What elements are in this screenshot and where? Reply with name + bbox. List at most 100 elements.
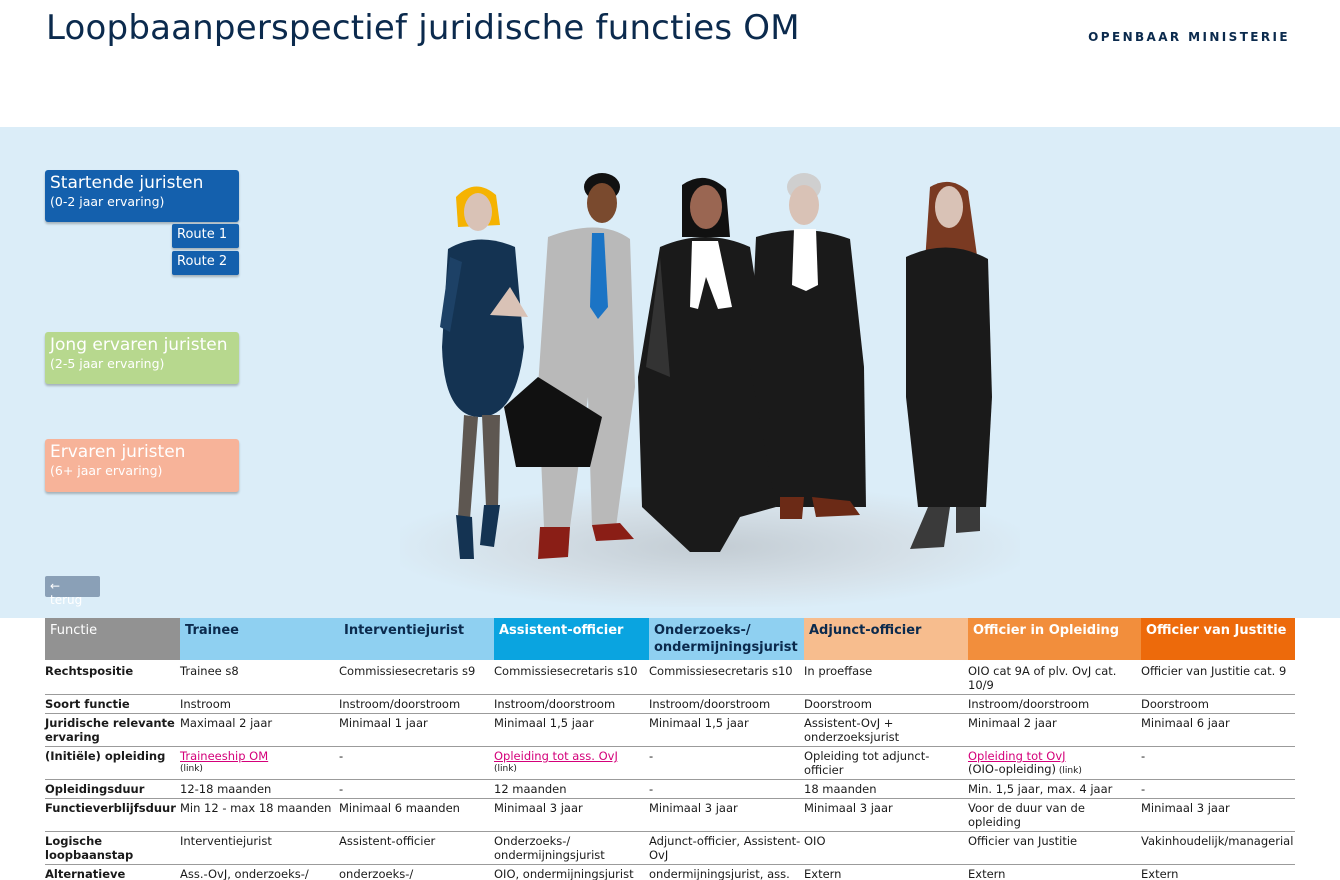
table-cell: Minimaal 3 jaar — [494, 798, 649, 832]
row-label: Alternatieve loopbaanstap — [45, 864, 180, 880]
woman-long-hair-robe-figure — [906, 181, 992, 549]
table-cell: Minimaal 1 jaar — [339, 713, 494, 747]
hero-panel: Startende juristen (0-2 jaar ervaring) R… — [0, 127, 1340, 618]
header-onderzoeksjurist: Onderzoeks-/ ondermijningsjurist — [649, 618, 804, 660]
table-header-row: Functie Trainee Interventiejurist Assist… — [45, 618, 1295, 660]
row-label: Rechtspositie — [45, 660, 180, 695]
career-table: Functie Trainee Interventiejurist Assist… — [45, 618, 1295, 880]
table-cell: Commissiesecretaris s10 — [649, 660, 804, 695]
table-cell: 12 maanden — [494, 779, 649, 799]
category-ervaren-juristen[interactable]: Ervaren juristen (6+ jaar ervaring) — [45, 439, 239, 492]
table-cell: - — [1141, 779, 1295, 799]
table-cell: Ass.-OvJ, onderzoeks-/ ondermijningsjuri… — [180, 864, 339, 880]
category-label: Jong ervaren juristen — [50, 335, 228, 355]
link-hint-text: (link) — [1058, 766, 1082, 776]
woman-robe-figure — [638, 177, 776, 552]
table-cell: Minimaal 3 jaar — [804, 798, 968, 832]
table-cell: - — [1141, 746, 1295, 780]
table-cell: Vakinhoudelijk/managerial — [1141, 831, 1295, 865]
row-label: Functieverblijfsduur — [45, 798, 180, 832]
table-row: Alternatieve loopbaanstapAss.-OvJ, onder… — [45, 864, 1295, 880]
table-cell: Doorstroom — [1141, 694, 1295, 714]
om-logo: OPENBAAR MINISTERIE — [1088, 30, 1290, 44]
route-1-button[interactable]: Route 1 — [172, 224, 239, 248]
table-cell: Assistent-officier — [339, 831, 494, 865]
table-cell: OIO, ondermijningsjurist — [494, 864, 649, 880]
table-cell: onderzoeks-/ ondermijningsjurist — [339, 864, 494, 880]
table-cell: Minimaal 1,5 jaar — [649, 713, 804, 747]
table-cell: Minimaal 3 jaar — [1141, 798, 1295, 832]
table-cell: Trainee s8 — [180, 660, 339, 695]
table-cell: Min 12 - max 18 maanden — [180, 798, 339, 832]
table-cell: ondermijningsjurist, ass. OvJ, OIO — [649, 864, 804, 880]
table-cell: OIO cat 9A of plv. OvJ cat. 10/9 — [968, 660, 1141, 695]
table-cell: Instroom/doorstroom — [649, 694, 804, 714]
header-trainee: Trainee — [180, 618, 339, 660]
table-cell: - — [649, 746, 804, 780]
category-startende-juristen[interactable]: Startende juristen (0-2 jaar ervaring) — [45, 170, 239, 222]
table-cell: Opleiding tot adjunct-officier — [804, 746, 968, 780]
category-sub: (0-2 jaar ervaring) — [50, 194, 165, 209]
page-title: Loopbaanperspectief juridische functies … — [46, 8, 800, 48]
table-cell: Commissiesecretaris s9 — [339, 660, 494, 695]
table-cell: Instroom/doorstroom — [339, 694, 494, 714]
table-cell: Officier van Justitie — [968, 831, 1141, 865]
table-cell: Opleiding tot ass. OvJ(link) — [494, 746, 649, 780]
table-cell: Minimaal 2 jaar — [968, 713, 1141, 747]
table-cell: Commissiesecretaris s10 — [494, 660, 649, 695]
header-officier-van-justitie: Officier van Justitie — [1141, 618, 1295, 660]
table-cell: Doorstroom — [804, 694, 968, 714]
back-button[interactable]: ← terug — [45, 576, 100, 607]
table-cell: Opleiding tot OvJ(OIO-opleiding) (link) — [968, 746, 1141, 780]
header-interventiejurist: Interventiejurist — [339, 618, 494, 660]
link-hint: (OIO-opleiding) (link) — [968, 763, 1141, 777]
category-label: Ervaren juristen — [50, 442, 186, 462]
header-officier-in-opleiding: Officier in Opleiding — [968, 618, 1141, 660]
link-hint: (link) — [180, 764, 203, 774]
people-illustration — [440, 173, 992, 559]
table-cell: Minimaal 3 jaar — [649, 798, 804, 832]
table-cell: Instroom — [180, 694, 339, 714]
opleiding-link[interactable]: Opleiding tot ass. OvJ — [494, 749, 618, 763]
row-label: Logische loopbaanstap — [45, 831, 180, 865]
table-cell: Onderzoeks-/ ondermijningsjurist — [494, 831, 649, 865]
header-assistent-officier: Assistent-officier — [494, 618, 649, 660]
older-man-robe-figure — [750, 173, 866, 519]
table-cell: Extern — [804, 864, 968, 880]
table-cell: - — [339, 746, 494, 780]
table-cell: - — [339, 779, 494, 799]
table-cell: OIO — [804, 831, 968, 865]
table-cell: Minimaal 6 maanden — [339, 798, 494, 832]
table-cell: - — [649, 779, 804, 799]
table-cell: Extern — [968, 864, 1141, 880]
table-cell: Adjunct-officier, Assistent-OvJ — [649, 831, 804, 865]
row-label: Juridische relevante ervaring — [45, 713, 180, 747]
table-cell: Officier van Justitie cat. 9 — [1141, 660, 1295, 695]
row-label: Opleidingsduur — [45, 779, 180, 799]
table-cell: In proeffase — [804, 660, 968, 695]
table-cell: Instroom/doorstroom — [968, 694, 1141, 714]
table-cell: Interventiejurist — [180, 831, 339, 865]
row-label: (Initiële) opleiding — [45, 746, 180, 780]
opleiding-link[interactable]: Traineeship OM — [180, 749, 269, 763]
woman-navy-dress-figure — [440, 186, 528, 559]
category-label: Startende juristen — [50, 173, 204, 193]
header-adjunct-officier: Adjunct-officier — [804, 618, 968, 660]
header-functie: Functie — [45, 618, 180, 660]
table-cell: Minimaal 1,5 jaar — [494, 713, 649, 747]
opleiding-link[interactable]: Opleiding tot OvJ — [968, 749, 1066, 763]
table-cell: 12-18 maanden — [180, 779, 339, 799]
category-jong-ervaren-juristen[interactable]: Jong ervaren juristen (2-5 jaar ervaring… — [45, 332, 239, 384]
table-cell: 18 maanden — [804, 779, 968, 799]
table-cell: Min. 1,5 jaar, max. 4 jaar — [968, 779, 1141, 799]
category-sub: (2-5 jaar ervaring) — [50, 356, 165, 371]
table-cell: Extern — [1141, 864, 1295, 880]
route-2-button[interactable]: Route 2 — [172, 251, 239, 275]
link-hint: (link) — [494, 764, 517, 774]
